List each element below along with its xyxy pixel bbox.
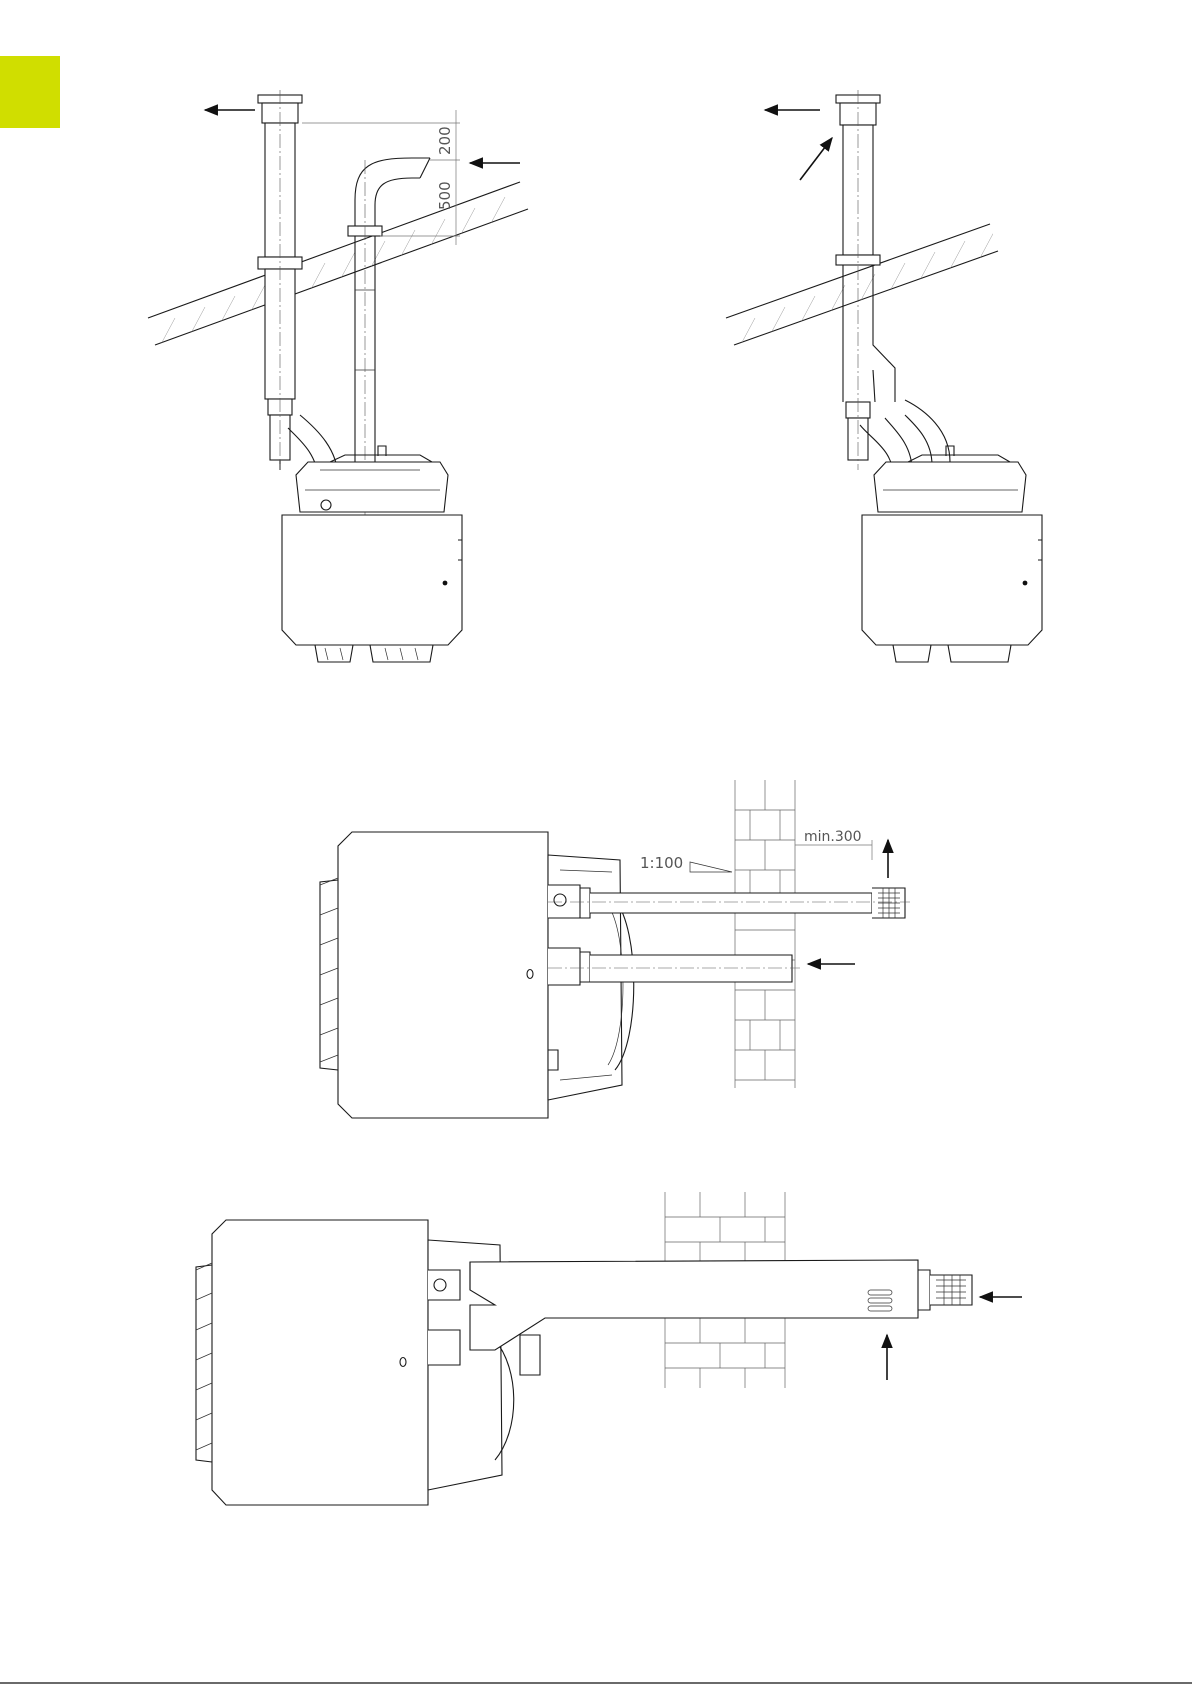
- diagram-3-wall-separate-flues: 1:100 min.300: [320, 780, 910, 1118]
- brick-wall: [735, 780, 795, 1088]
- air-in-arrow: [800, 138, 832, 180]
- concentric-flue-duct: [470, 1260, 972, 1350]
- diagram-2-roof-concentric-flue: [726, 90, 1042, 662]
- heater-unit: [282, 515, 462, 662]
- fan-housing: [296, 446, 448, 512]
- clearance-label: min.300: [804, 829, 862, 845]
- slope-label: 1:100: [640, 854, 683, 872]
- dim-label-200: 200: [436, 126, 454, 155]
- dim-label-500: 500: [436, 181, 454, 210]
- concentric-flue-pipe: [836, 90, 895, 470]
- exhaust-pipe: [258, 90, 302, 470]
- slope-indicator: [690, 862, 732, 872]
- roof-slab: [148, 182, 528, 346]
- heater-unit: [320, 832, 548, 1118]
- heater-unit: [862, 515, 1042, 662]
- diagram-1-roof-separate-flues: 200 500: [148, 90, 528, 662]
- heater-unit: [196, 1220, 428, 1505]
- diagram-4-wall-concentric-flue: [196, 1192, 1022, 1505]
